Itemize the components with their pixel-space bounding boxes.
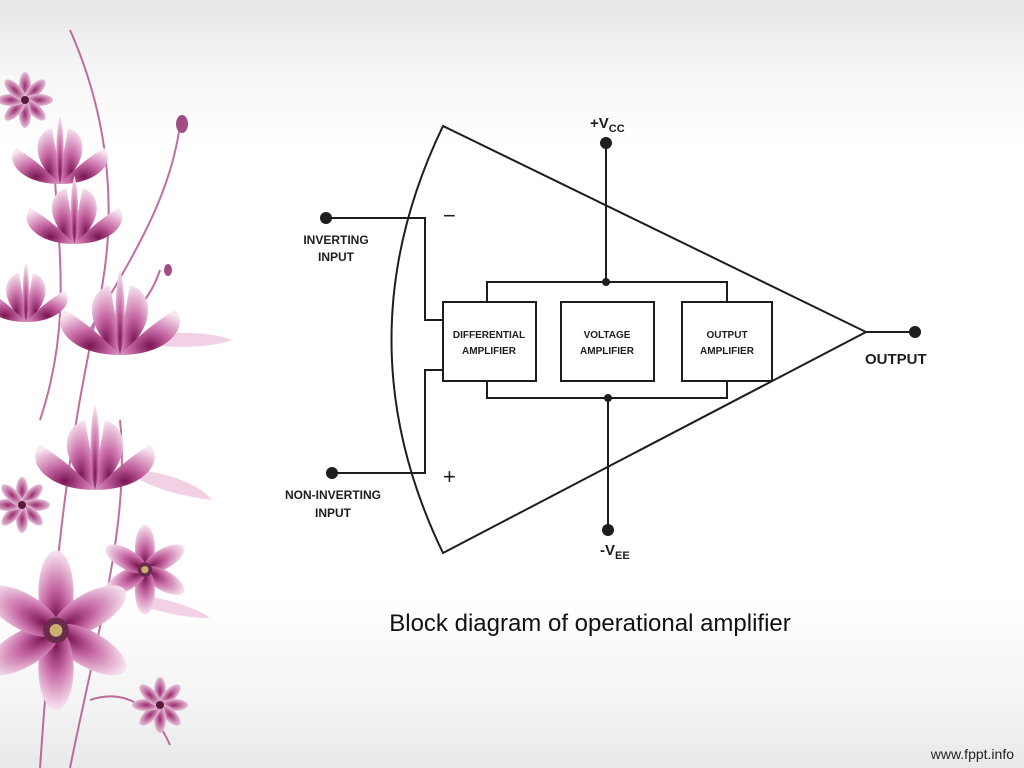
inverting-input-label-line2: INPUT xyxy=(318,250,355,264)
block-differential xyxy=(442,301,537,382)
amplifier-triangle xyxy=(390,124,869,555)
vee-terminal xyxy=(602,524,614,536)
vee-label: -VEE xyxy=(600,542,630,562)
block-voltage-label: VOLTAGE xyxy=(584,330,631,341)
noninverting-terminal xyxy=(326,467,338,479)
vcc-terminal xyxy=(600,137,612,149)
block-differential-label-line2: AMPLIFIER xyxy=(462,346,517,357)
block-differential-label: DIFFERENTIAL xyxy=(453,330,525,341)
plus-sign: + xyxy=(443,464,456,489)
minus-sign: − xyxy=(443,203,456,228)
inverting-terminal xyxy=(320,212,332,224)
output-terminal xyxy=(909,326,921,338)
output-label: OUTPUT xyxy=(865,351,927,368)
noninverting-input-label: NON-INVERTING xyxy=(285,488,381,502)
inverting-wire xyxy=(326,217,443,321)
floral-decoration xyxy=(0,29,232,768)
diagram-caption: Block diagram of operational amplifier xyxy=(389,610,791,637)
top-junction xyxy=(602,278,610,286)
noninverting-input-label-line2: INPUT xyxy=(315,506,352,520)
vcc-label: +VCC xyxy=(590,115,625,135)
inverting-input-label: INVERTING xyxy=(303,233,368,247)
noninverting-wire xyxy=(332,369,443,474)
block-voltage-label-line2: AMPLIFIER xyxy=(580,346,635,357)
block-output xyxy=(681,301,773,382)
block-voltage xyxy=(560,301,655,382)
block-output-label-line2: AMPLIFIER xyxy=(700,346,755,357)
block-output-label: OUTPUT xyxy=(706,330,747,341)
bottom-junction xyxy=(604,394,612,402)
footer-url: www.fppt.info xyxy=(930,746,1014,762)
